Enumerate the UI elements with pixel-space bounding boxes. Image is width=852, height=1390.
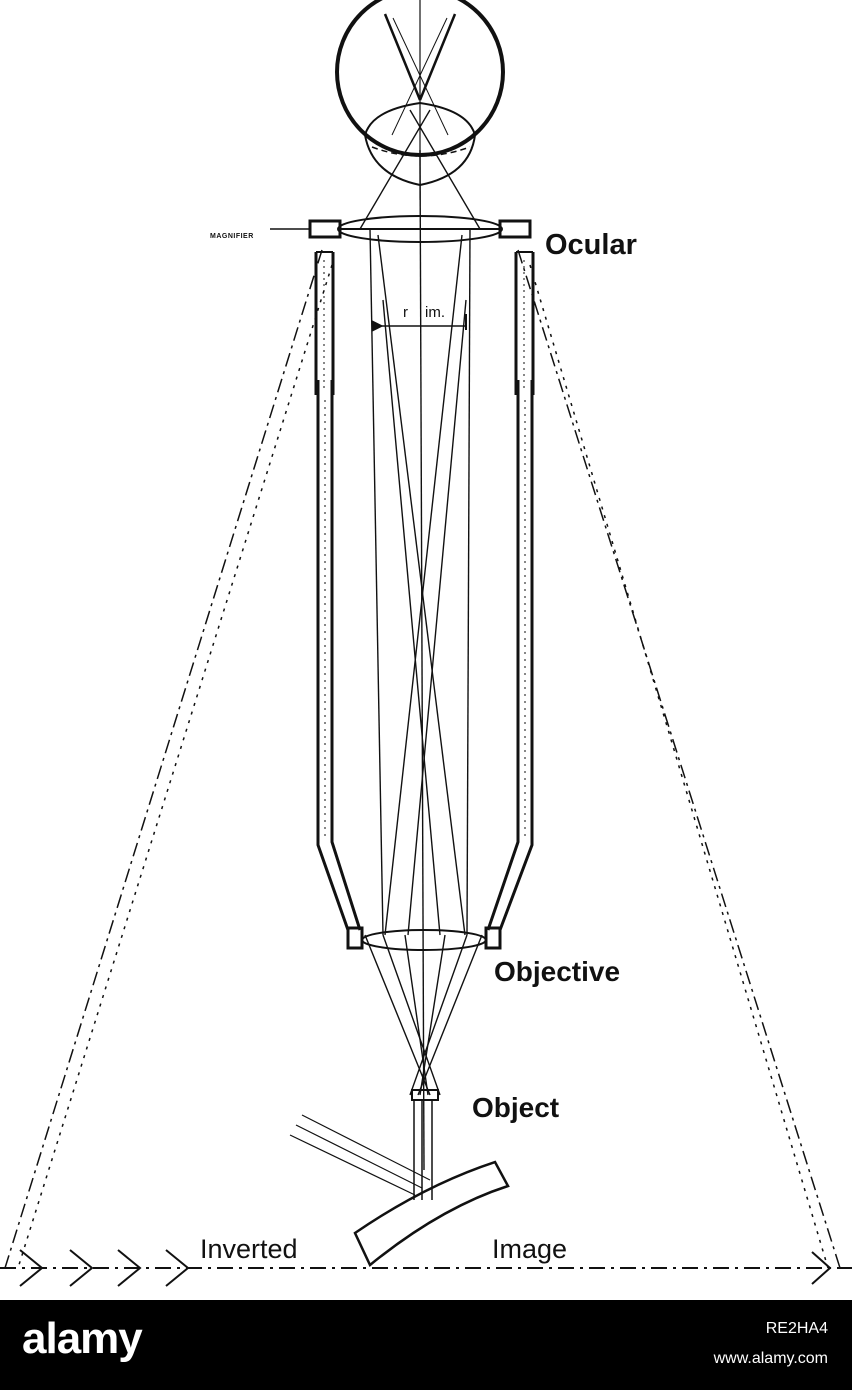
diagram-drawing	[0, 0, 852, 1287]
image-radius-marker	[371, 314, 467, 332]
mirror-drawing	[289, 1114, 510, 1267]
brand-logo: alamy	[22, 1314, 143, 1363]
image-id: RE2HA4	[765, 1320, 828, 1337]
watermark-footer: alamy RE2HA4 www.alamy.com	[0, 1300, 852, 1390]
inverted-image-marks	[19, 1249, 832, 1287]
ocular-label: Ocular	[545, 229, 637, 261]
im-label: im.	[425, 304, 445, 321]
ray-paths	[359, 109, 483, 1171]
draw-tube	[314, 251, 535, 395]
main-tube	[316, 380, 534, 950]
site-url: www.alamy.com	[713, 1350, 828, 1367]
eye-lens	[363, 101, 477, 187]
image-label: Image	[492, 1234, 568, 1264]
ocular-rim-right	[498, 219, 532, 239]
objective-lens	[361, 929, 487, 951]
microscope-diagram: MAGNIFIER Ocular r im. Objective Object …	[0, 0, 852, 1287]
objective-label: Objective	[494, 956, 621, 987]
r-label: r	[403, 304, 408, 321]
projection-cone	[0, 249, 852, 1269]
ocular-assembly	[270, 215, 532, 243]
object-label: Object	[472, 1092, 560, 1123]
inverted-label: Inverted	[200, 1234, 298, 1264]
ocular-rim-left	[308, 219, 342, 239]
object-drawing	[411, 1089, 439, 1200]
magnifier-label: MAGNIFIER	[210, 233, 254, 240]
